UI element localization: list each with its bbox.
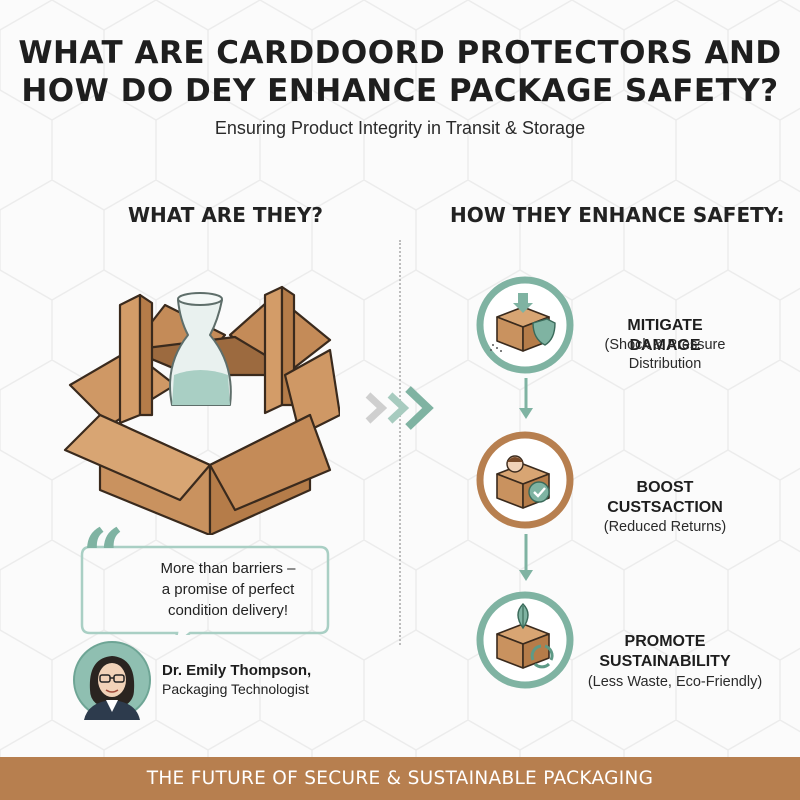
step-title-line: BOOST — [636, 479, 694, 496]
quote-bubble — [80, 545, 330, 635]
step-1-subtitle: (Shock & Pressure Distribution — [590, 336, 740, 374]
quote-mark-icon: “ — [82, 514, 125, 600]
step-title-line: PROMOTE — [624, 633, 706, 650]
step-title-line: MITIGATE DAMAGE — [627, 317, 703, 354]
person-role: Packaging Technologist — [162, 681, 309, 697]
quote-line: a promise of perfect — [161, 581, 295, 598]
step-subtitle-line: (Shock & Pressure — [604, 337, 726, 353]
chevron-arrows-icon — [365, 386, 434, 430]
footer-banner — [0, 757, 800, 800]
step-title-line: CUSTSACTION — [607, 499, 723, 516]
box-with-leaf-recycle-icon — [476, 591, 574, 689]
footer-text: THE FUTURE OF SECURE & SUSTAINABLE PACKA… — [146, 768, 654, 789]
page-subtitle: Ensuring Product Integrity in Transit & … — [214, 118, 586, 138]
step-2-title: BOOST CUSTSACTION — [590, 478, 740, 518]
step-3-title: PROMOTE SUSTAINABILITY — [590, 632, 740, 672]
person-name: Dr. Emily Thompson, — [162, 662, 312, 679]
step-3-subtitle: (Less Waste, Eco-Friendly) — [580, 673, 770, 692]
step-subtitle-line: (Reduced Returns) — [603, 519, 727, 535]
step-1-title: MITIGATE DAMAGE — [590, 316, 740, 356]
cardboard-box-with-vase-icon — [63, 285, 340, 535]
step-subtitle-line: (Less Waste, Eco-Friendly) — [587, 674, 763, 690]
box-with-person-check-icon — [476, 431, 574, 529]
quote-line: More than barriers – — [160, 560, 296, 577]
quote-line: condition delivery! — [167, 602, 289, 619]
box-with-shield-icon — [476, 276, 574, 374]
step-title-line: SUSTAINABILITY — [599, 653, 731, 670]
step-subtitle-line: Distribution — [628, 356, 702, 372]
section-heading-what: WHAT ARE THEY? — [128, 203, 323, 227]
arrow-down-icon — [519, 378, 533, 419]
avatar — [73, 641, 151, 720]
page-title-line-1: WHAT ARE CARDDOORD PROTECTORS AND — [18, 35, 782, 71]
arrow-down-icon — [519, 534, 533, 581]
center-divider — [399, 240, 401, 645]
step-2-subtitle: (Reduced Returns) — [590, 518, 740, 537]
section-heading-how: HOW THEY ENHANCE SAFETY: — [450, 203, 785, 227]
page-title-line-2: HOW DO DEY ENHANCE PACKAGE SAFETY? — [21, 73, 779, 109]
quote-text: More than barriers – a promise of perfec… — [138, 558, 318, 621]
